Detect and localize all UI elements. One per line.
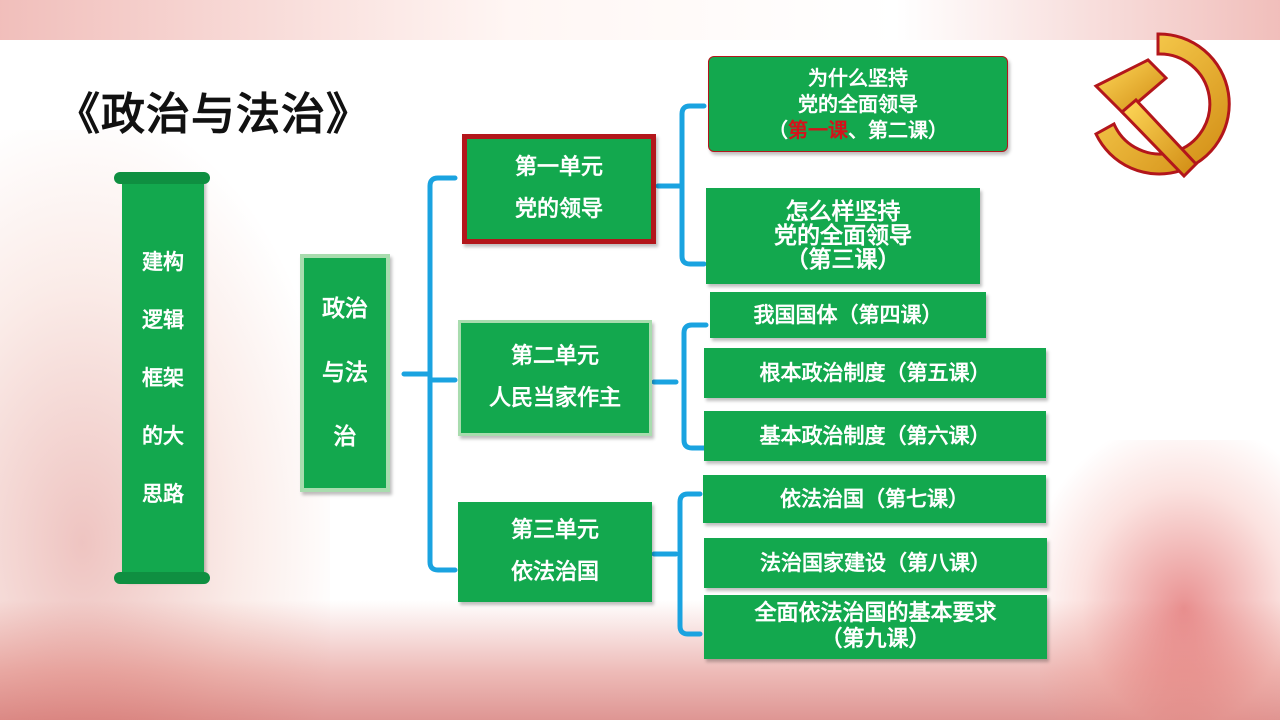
lesson-node-7: 法治国家建设（第八课） [704, 538, 1047, 588]
unit-node-3: 第三单元 依法治国 [458, 502, 652, 602]
lesson-line: 党的全面领导 [798, 92, 918, 116]
framework-scroll: 建构 逻辑 框架 的大 思路 [114, 172, 210, 584]
root-bracket [401, 175, 458, 573]
scroll-line: 框架 [142, 366, 184, 390]
lesson-node-2: 怎么样坚持 党的全面领导 （第三课） [706, 188, 980, 284]
page-title: 《政治与法治》 [56, 89, 371, 140]
unit-title: 第一单元 [514, 155, 603, 180]
lesson-highlight: 第一课 [788, 118, 848, 142]
lesson-rest: 、第二课） [848, 118, 948, 142]
lesson-paren: （ [768, 118, 788, 142]
unit2-bracket [651, 322, 709, 451]
party-emblem-icon [1093, 32, 1231, 179]
scroll-bottom-cap [114, 572, 210, 584]
scroll-top-cap [114, 172, 210, 184]
unit-title: 第三单元 [510, 518, 599, 543]
unit-subtitle: 依法治国 [510, 560, 599, 585]
unit1-bracket [655, 103, 707, 267]
lesson-node-1: 为什么坚持 党的全面领导 （第一课、第二课） [708, 56, 1008, 152]
scroll-line: 逻辑 [142, 308, 184, 332]
lesson-node-8: 全面依法治国的基本要求 （第九课） [704, 595, 1047, 659]
lesson-line: （第三课） [785, 247, 901, 273]
root-line: 政治 [322, 296, 368, 322]
scroll-line: 建构 [142, 250, 184, 274]
unit-node-1: 第一单元 党的领导 [462, 134, 656, 244]
lesson-node-6: 依法治国（第七课） [703, 475, 1046, 523]
unit-subtitle: 人民当家作主 [488, 386, 621, 411]
lesson-node-5: 基本政治制度（第六课） [704, 411, 1046, 461]
lesson-line: （第九课） [820, 627, 931, 652]
unit-subtitle: 党的领导 [514, 197, 603, 222]
unit3-bracket [651, 491, 703, 637]
lesson-node-4: 根本政治制度（第五课） [704, 348, 1046, 398]
unit-title: 第二单元 [510, 344, 599, 369]
scroll-line: 思路 [142, 482, 184, 506]
lesson-node-3: 我国国体（第四课） [710, 292, 986, 338]
root-line: 与法 [322, 360, 368, 386]
scroll-line: 的大 [142, 424, 184, 448]
root-line: 治 [333, 424, 357, 450]
lesson-line: 为什么坚持 [808, 66, 908, 90]
root-node: 政治 与法 治 [300, 254, 390, 492]
lesson-line: 党的全面领导 [774, 223, 912, 249]
lesson-line: 全面依法治国的基本要求 [754, 601, 997, 626]
lesson-line: 怎么样坚持 [785, 199, 901, 225]
lesson-line: （第一课、第二课） [768, 117, 948, 143]
unit-node-2: 第二单元 人民当家作主 [458, 320, 652, 436]
